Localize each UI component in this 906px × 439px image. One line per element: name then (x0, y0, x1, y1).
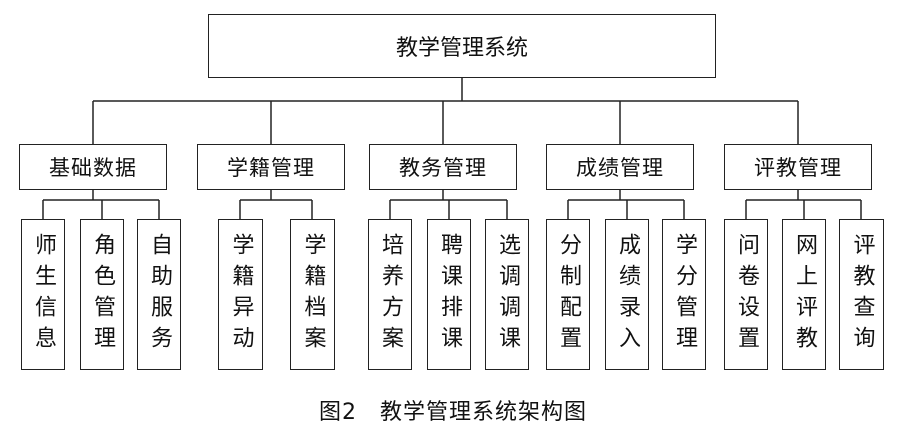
module-node-grades: 成绩管理 (546, 144, 694, 190)
root-label: 教学管理系统 (395, 36, 528, 61)
root-node: 教学管理系统 (208, 14, 716, 78)
leaf-label: 培养方案 (378, 232, 403, 357)
leaf-label: 成绩录入 (615, 232, 640, 357)
leaf-node: 学籍异动 (218, 219, 263, 370)
leaf-node: 成绩录入 (605, 219, 649, 370)
leaf-label: 学分管理 (672, 232, 697, 357)
leaf-node: 培养方案 (368, 219, 412, 370)
leaf-label: 聘课排课 (437, 232, 462, 357)
leaf-node: 自助服务 (137, 219, 181, 370)
leaf-node: 评教查询 (839, 219, 884, 370)
leaf-node: 分制配置 (546, 219, 590, 370)
module-label: 学籍管理 (227, 156, 315, 180)
leaf-label: 网上评教 (792, 232, 817, 357)
module-label: 评教管理 (754, 156, 842, 180)
leaf-label: 学籍档案 (300, 232, 326, 357)
leaf-node: 学籍档案 (290, 219, 335, 370)
leaf-label: 选调调课 (495, 232, 520, 357)
leaf-node: 学分管理 (662, 219, 706, 370)
leaf-node: 角色管理 (80, 219, 124, 370)
module-node-student-status: 学籍管理 (197, 144, 345, 190)
leaf-label: 学籍异动 (228, 232, 254, 357)
module-node-academic-affairs: 教务管理 (369, 144, 517, 190)
leaf-node: 选调调课 (485, 219, 529, 370)
leaf-node: 问卷设置 (724, 219, 768, 370)
leaf-label: 角色管理 (90, 232, 115, 357)
module-node-teaching-evaluation: 评教管理 (724, 144, 872, 190)
module-label: 基础数据 (49, 156, 137, 180)
leaf-node: 聘课排课 (427, 219, 471, 370)
leaf-label: 自助服务 (147, 232, 172, 357)
leaf-label: 评教查询 (849, 232, 875, 357)
leaf-label: 分制配置 (556, 232, 581, 357)
leaf-label: 问卷设置 (734, 232, 759, 357)
figure-caption: 图2 教学管理系统架构图 (319, 400, 587, 425)
module-label: 成绩管理 (576, 156, 664, 180)
leaf-node: 师生信息 (21, 219, 65, 370)
module-label: 教务管理 (399, 156, 487, 180)
leaf-node: 网上评教 (782, 219, 826, 370)
leaf-label: 师生信息 (31, 232, 56, 357)
module-node-basic-data: 基础数据 (19, 144, 167, 190)
